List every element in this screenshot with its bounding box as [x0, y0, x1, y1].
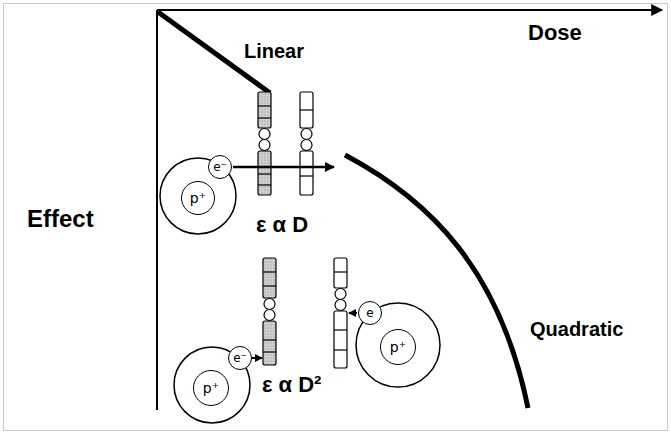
axis-label: Dose: [528, 20, 582, 45]
curve-label: Linear: [244, 40, 304, 63]
proton: p⁺: [380, 329, 416, 365]
frame: [4, 4, 668, 431]
proton: p⁺: [193, 370, 229, 406]
dose-axis: [157, 9, 662, 11]
chromosome: [334, 258, 347, 368]
atom-orbit: [174, 347, 250, 423]
formula: ε α D: [256, 212, 308, 237]
curve-label: Quadratic: [530, 318, 623, 341]
formula: ε α D²: [262, 372, 321, 397]
quadratic-curve: [345, 155, 528, 408]
electron: e⁻: [228, 346, 252, 370]
particle-symbol: p⁺: [190, 191, 206, 205]
particle-symbol: p⁺: [203, 381, 219, 395]
proton: p⁺: [181, 181, 215, 215]
particle-symbol: e⁻: [233, 352, 247, 364]
electron-track: [349, 312, 357, 314]
electron-track: [252, 357, 262, 359]
chromosome: [263, 258, 276, 365]
electron: e: [358, 301, 382, 325]
axis-label: Effect: [27, 205, 94, 233]
chromosome: [300, 92, 313, 195]
atom-orbit: [160, 158, 236, 234]
particle-symbol: p⁺: [390, 340, 406, 354]
effect-axis: [156, 10, 158, 410]
atom-orbit: [356, 303, 440, 387]
chromosome: [258, 92, 271, 195]
electron-track: [233, 166, 334, 169]
particle-symbol: e⁻: [213, 161, 227, 173]
particle-symbol: e: [366, 307, 373, 319]
electron: e⁻: [208, 155, 232, 179]
